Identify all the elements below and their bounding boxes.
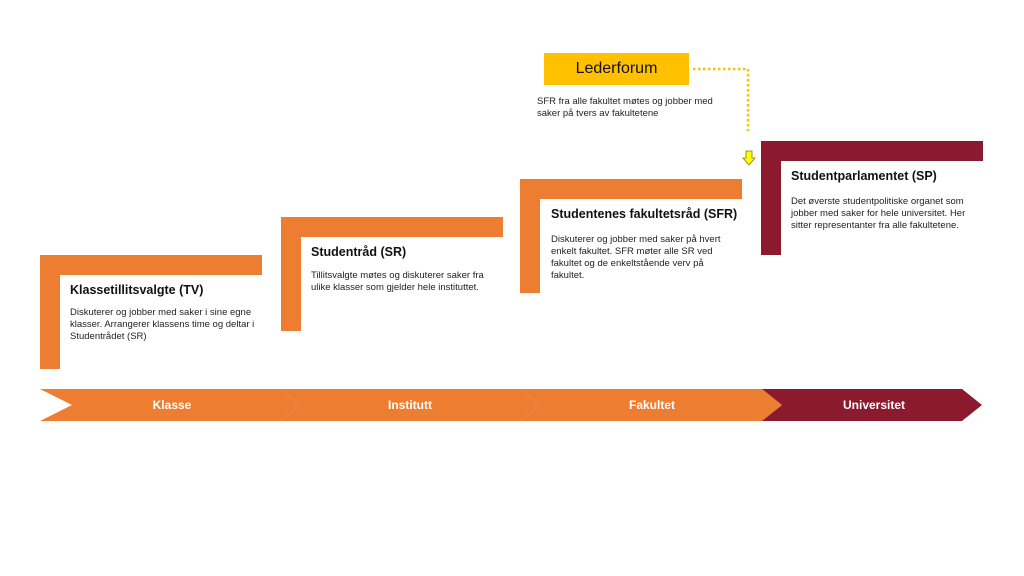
step-klasse-side-bar [40, 255, 60, 369]
stage-desc-sp: Det øverste studentpolitiske organet som… [791, 196, 966, 231]
level-label-klasse: Klasse [152, 398, 192, 412]
step-institutt-top-bar [281, 217, 503, 237]
stage-desc-sr: Tillitsvalgte møtes og diskuterer saker … [311, 270, 484, 293]
stage-title-sfr: Studentenes fakultetsråd (SFR) [551, 207, 738, 221]
level-label-universitet: Universitet [842, 398, 906, 412]
step-universitet-top-bar [761, 141, 983, 161]
stage-title-sr: Studentråd (SR) [311, 245, 407, 259]
lederforum-box: Lederforum [544, 53, 689, 85]
step-universitet-side-bar [761, 141, 781, 255]
step-fakultet-side-bar [520, 179, 540, 293]
step-institutt-side-bar [281, 217, 301, 331]
down-arrow-icon [742, 150, 756, 166]
stage-title-sp: Studentparlamentet (SP) [791, 169, 937, 183]
lederforum-desc: SFR fra alle fakultet møtes og jobber me… [537, 96, 713, 119]
step-klasse-top-bar [40, 255, 262, 275]
stage-title-tv: Klassetillitsvalgte (TV) [70, 283, 204, 297]
stage-desc-sfr: Diskuterer og jobber med saker på hvert … [551, 234, 721, 281]
stage-desc-tv: Diskuterer og jobber med saker i sine eg… [70, 307, 255, 342]
level-label-institutt: Institutt [388, 398, 432, 412]
level-label-fakultet: Fakultet [628, 398, 675, 412]
step-fakultet-top-bar [520, 179, 742, 199]
